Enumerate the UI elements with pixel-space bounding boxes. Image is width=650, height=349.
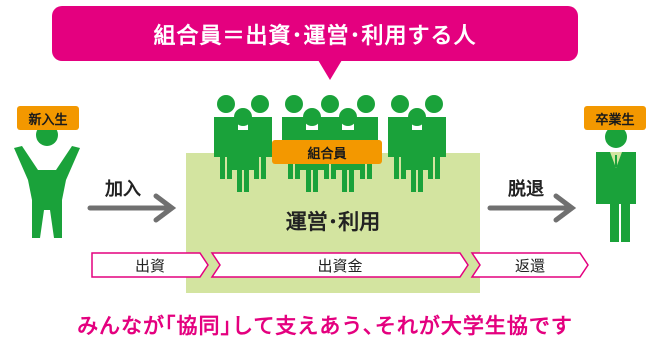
- graduate-tag: 卒業生: [584, 106, 646, 130]
- graduate-tag-label: 卒業生: [595, 112, 635, 128]
- banner-pointer: [318, 60, 342, 80]
- join-arrow: [87, 193, 177, 223]
- banner-text: 組合員＝出資･運営･利用する人: [153, 23, 477, 49]
- leave-label: 脱退: [508, 179, 544, 200]
- capital-label: 出資金: [317, 256, 363, 275]
- refund-label: 返還: [514, 256, 545, 275]
- capital-flow-band: [91, 252, 589, 278]
- graduate-person-icon: [596, 126, 636, 242]
- member-tag-label: 組合員: [307, 146, 347, 162]
- operate-use-label: 運営･利用: [285, 210, 381, 234]
- new-student-tag: 新入生: [17, 106, 79, 130]
- footer-slogan: みんなが｢協同｣して支えあう､それが大学生協です: [77, 314, 573, 338]
- invest-label: 出資: [134, 256, 165, 275]
- capital-chevron: [210, 252, 469, 278]
- member-person-icon: [231, 108, 255, 192]
- invest-chevron: [91, 252, 209, 278]
- join-label: 加入: [105, 179, 141, 200]
- leave-arrow: [487, 193, 577, 223]
- member-tag: 組合員: [272, 140, 382, 164]
- new-student-tag-label: 新入生: [28, 112, 68, 128]
- member-person-icon: [405, 108, 429, 192]
- refund-chevron: [470, 252, 589, 278]
- new-student-person-icon: [14, 124, 80, 238]
- header-banner: 組合員＝出資･運営･利用する人: [52, 6, 578, 61]
